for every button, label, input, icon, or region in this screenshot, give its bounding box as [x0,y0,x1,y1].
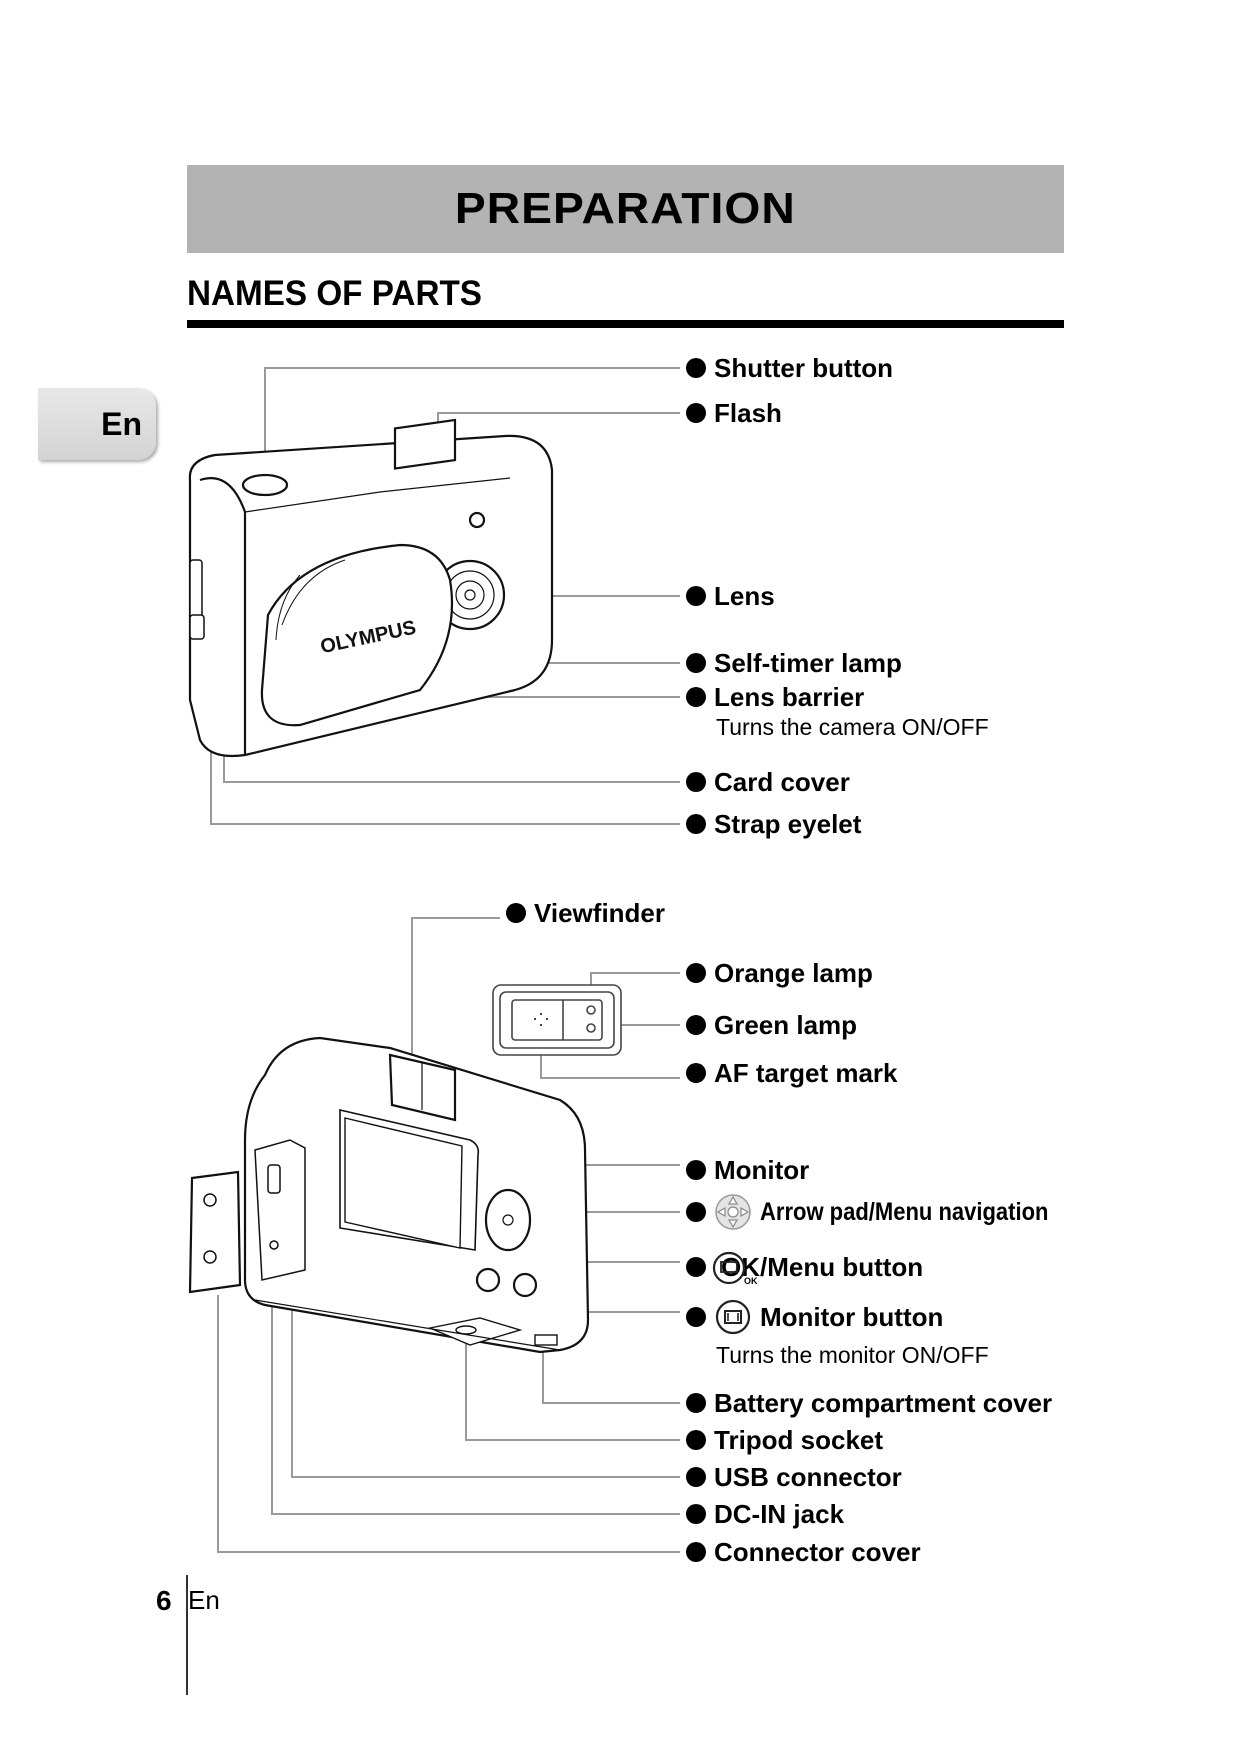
label-monitor: Monitor [686,1153,809,1187]
language-tab-label: En [101,405,142,442]
label-viewfinder: Viewfinder [506,896,665,930]
ok-menu-icon [712,1251,746,1285]
label-usb-connector: USB connector [686,1460,902,1494]
bullet-icon [686,1542,706,1562]
label-af-target-mark: AF target mark [686,1056,898,1090]
bullet-icon [506,903,526,923]
label-strap-eyelet: Strap eyelet [686,807,861,841]
bullet-icon [686,586,706,606]
bullet-icon [686,1257,706,1277]
bullet-icon [686,814,706,834]
bullet-icon [686,772,706,792]
section-divider [187,320,1064,328]
label-ok-menu-button: OK OK/Menu button [686,1250,923,1286]
bullet-icon [686,963,706,983]
label-lens-barrier: Lens barrier [686,680,864,714]
leader-connector-cover [217,1295,680,1553]
camera-back-illustration [188,1036,590,1354]
label-arrow-pad: Arrow pad/Menu navigation [686,1194,1088,1230]
leader-battery [542,1350,680,1404]
page-language: En [188,1585,220,1615]
label-card-cover: Card cover [686,765,850,799]
label-green-lamp: Green lamp [686,1008,857,1042]
bullet-icon [686,1307,706,1327]
bullet-icon [686,1467,706,1487]
bullet-icon [686,1393,706,1413]
label-orange-lamp: Orange lamp [686,956,873,990]
bullet-icon [686,1430,706,1450]
bullet-icon [686,1015,706,1035]
leader-shutter [264,367,680,482]
label-flash: Flash [686,396,782,430]
leader-tripod [465,1335,680,1441]
bullet-icon [686,403,706,423]
lens-barrier-description: Turns the camera ON/OFF [716,714,989,740]
arrow-pad-icon [715,1194,751,1230]
label-dc-in-jack: DC-IN jack [686,1497,844,1531]
ok-icon-caption: OK [744,1276,758,1286]
label-self-timer-lamp: Self-timer lamp [686,646,902,680]
bullet-icon [686,1063,706,1083]
label-battery-compartment-cover: Battery compartment cover [686,1386,1052,1420]
bullet-icon [686,1504,706,1524]
leader-viewfinder [411,917,500,1085]
label-shutter-button: Shutter button [686,351,893,385]
camera-front-illustration [188,418,554,758]
bullet-icon [686,687,706,707]
label-connector-cover: Connector cover [686,1535,921,1569]
label-tripod-socket: Tripod socket [686,1423,883,1457]
label-lens: Lens [686,579,775,613]
bullet-icon [686,653,706,673]
bullet-icon [686,1202,706,1222]
leader-dcin [271,1240,680,1515]
bullet-icon [686,1160,706,1180]
language-tab: En [38,388,156,460]
chapter-title: PREPARATION [455,184,796,233]
footer-divider [186,1575,188,1695]
monitor-button-description: Turns the monitor ON/OFF [716,1342,989,1368]
label-monitor-button: Monitor button [686,1299,943,1335]
section-title: NAMES OF PARTS [187,274,482,313]
page-number: 6 [156,1585,172,1616]
chapter-header: PREPARATION [187,165,1064,253]
monitor-button-icon [715,1299,751,1335]
bullet-icon [686,358,706,378]
viewfinder-inset-illustration [492,984,622,1056]
